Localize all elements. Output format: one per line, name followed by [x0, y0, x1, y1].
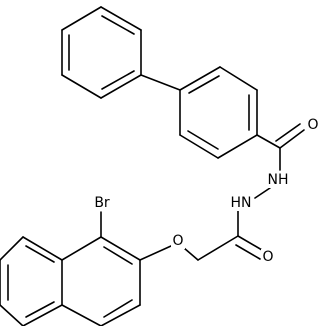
bond [197, 235, 239, 261]
bond [179, 134, 219, 159]
bond [139, 245, 172, 261]
atom-bromine: Br [94, 195, 110, 211]
atom-hn-middle: HN [231, 195, 252, 211]
bond [140, 74, 181, 91]
bond [235, 244, 261, 260]
bond [217, 134, 258, 159]
bond [0, 236, 24, 261]
bond [61, 6, 102, 31]
bond [25, 301, 55, 318]
bond [22, 236, 63, 261]
atom-labels: O NH HN O O Br [91, 117, 320, 265]
bond [61, 236, 102, 261]
bond [103, 246, 133, 265]
bond [275, 123, 301, 142]
bond [100, 74, 142, 99]
bond [256, 134, 281, 149]
bond [22, 304, 63, 326]
bond [100, 236, 141, 261]
bond [187, 130, 219, 150]
bond [279, 129, 305, 149]
bonds [0, 6, 305, 326]
bond [101, 15, 135, 35]
bond [183, 247, 199, 261]
bond [237, 235, 263, 251]
atom-oxygen-ether: O [172, 233, 183, 249]
atom-oxygen-carbonyl-top: O [307, 117, 318, 133]
bond [61, 74, 102, 99]
bond [25, 245, 55, 263]
bond [101, 70, 135, 90]
atom-oxygen-carbonyl-bottom: O [262, 249, 273, 265]
bond [179, 66, 221, 91]
atom-nh-top: NH [268, 172, 289, 188]
bond [61, 304, 102, 326]
bond [254, 187, 271, 199]
bond [100, 6, 142, 31]
bond [219, 66, 258, 91]
bond [188, 75, 220, 94]
bond [103, 299, 133, 318]
bond [0, 304, 24, 326]
bond [100, 304, 141, 326]
